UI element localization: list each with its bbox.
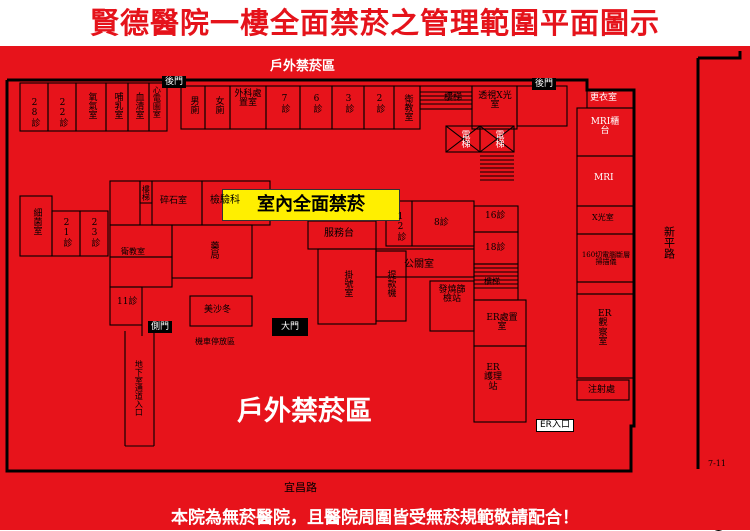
indoor-no-smoking-zone: 室內全面禁菸 <box>222 189 400 221</box>
page-title: 賢德醫院一樓全面禁菸之管理範圍平面圖示 <box>0 0 750 46</box>
male-restroom: 男廁 <box>188 96 199 114</box>
side-door: 側門 <box>148 321 173 333</box>
lithotripsy-room: 碎石室 <box>160 196 188 206</box>
room-6: 6診 <box>311 94 322 113</box>
stairs-top-lines <box>420 91 514 181</box>
floor-plan: 戶外禁菸區 室內全面禁菸 戶外禁菸區 後門 後門 側門 大門 ER入口 28診 … <box>0 46 750 531</box>
er-treatment-room: ER處置室 <box>486 313 518 333</box>
service-desk: 服務台 <box>324 228 354 239</box>
methadone-room: 美沙冬 <box>204 305 232 315</box>
outer-boundary <box>5 78 636 473</box>
ct-scanner-room: 160切電腦斷層掃描儀 <box>581 251 631 267</box>
main-door: 大門 <box>272 318 309 336</box>
room-2: 2診 <box>374 94 385 113</box>
atm: 提款機 <box>385 270 396 297</box>
elevator-2: 電梯 <box>493 130 504 148</box>
lactation-room: 哺乳室 <box>112 92 123 119</box>
bacteria-room: 細菌室 <box>31 208 42 235</box>
room-23: 23診 <box>89 218 100 247</box>
health-edu-room: 衛教室 <box>121 247 145 256</box>
er-nurse-station: ER護理站 <box>484 363 503 392</box>
female-restroom: 女廁 <box>213 96 224 114</box>
room-18: 18診 <box>485 243 506 253</box>
road-line <box>698 51 742 60</box>
er-entrance: ER入口 <box>536 419 574 432</box>
xray-room-right: X光室 <box>592 213 614 222</box>
outdoor-zone-main: 戶外禁菸區 <box>237 396 372 427</box>
basement-entrance: 地下室通道入口 <box>134 360 144 416</box>
xray-room-top: 透視X光室 <box>478 91 512 111</box>
footer-notice: 本院為無菸醫院，且醫院周圍皆受無菸規範敬請配合！ <box>0 506 750 530</box>
public-relations-room: 公關室 <box>404 259 434 270</box>
fever-screening-station: 發燒篩檢站 <box>438 285 466 305</box>
changing-room: 更衣室 <box>590 93 618 103</box>
room-7: 7診 <box>279 94 290 113</box>
laboratory: 檢驗科 <box>210 195 240 206</box>
room-22: 22診 <box>57 98 68 127</box>
outdoor-zone-top: 戶外禁菸區 <box>270 59 336 74</box>
room-3: 3診 <box>343 94 354 113</box>
blood-clean-room: 血清室 <box>133 92 144 119</box>
mri-counter: MRI櫃台 <box>590 117 620 137</box>
store-7-11: 7-11 <box>708 459 726 468</box>
room-16: 16診 <box>485 211 506 221</box>
back-door-left: 後門 <box>162 76 187 88</box>
health-edu-room-top: 衛教室 <box>402 94 413 121</box>
injection-room: 注射處 <box>588 385 616 395</box>
stairs-left: 樓梯 <box>141 185 151 201</box>
elevator-1: 電梯 <box>459 130 470 148</box>
floor-plan-lines <box>5 51 742 473</box>
room-11: 11診 <box>117 297 138 307</box>
er-observation-room: ER觀察室 <box>598 309 612 348</box>
stairs-right: 樓梯 <box>484 277 500 286</box>
room-8: 8診 <box>434 218 449 228</box>
room-21: 21診 <box>61 218 72 247</box>
oxygen-room: 氧氣室 <box>86 92 97 119</box>
road-right: 新平路 <box>662 226 676 259</box>
back-door-right: 後門 <box>532 78 557 90</box>
surgery-room: 外科處置室 <box>234 89 262 109</box>
road-bottom: 宜昌路 <box>284 481 317 494</box>
stairs-top: 樓梯 <box>444 93 463 103</box>
pharmacy: 藥局 <box>208 241 219 259</box>
mri-room: MRI <box>594 173 614 183</box>
room-28: 28診 <box>29 98 40 127</box>
motorcycle-parking: 機車停放區 <box>195 337 235 346</box>
room-12: 12診 <box>395 212 406 241</box>
registration-room: 掛號室 <box>342 270 353 297</box>
ecg-room: 心電圖室 <box>152 86 162 118</box>
stairs-right-lines <box>474 267 518 289</box>
